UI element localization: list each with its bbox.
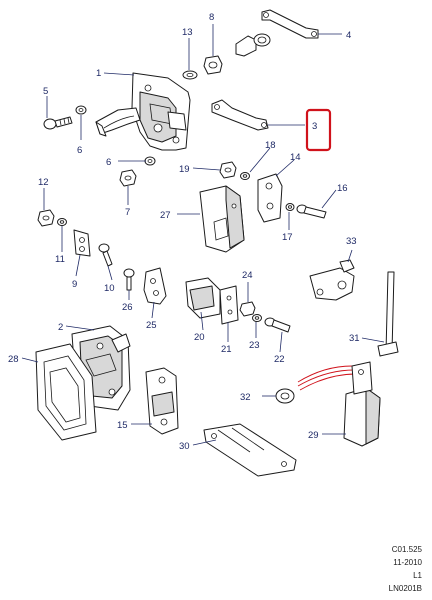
callout-4: 4 — [346, 30, 351, 41]
callout-7: 7 — [125, 207, 130, 218]
callout-12: 12 — [38, 177, 49, 188]
callout-9: 9 — [72, 279, 77, 290]
callout-22: 22 — [274, 354, 285, 365]
callout-15: 15 — [117, 420, 128, 431]
part-12-nut — [37, 209, 55, 227]
ref-code: C01.525 — [392, 545, 423, 554]
part-1-latch-assembly — [95, 72, 191, 151]
callout-27: 27 — [160, 210, 171, 221]
part-11-washer — [57, 218, 67, 226]
part-5-screw — [43, 116, 73, 130]
part-16-bolt — [296, 204, 327, 219]
lock-barrel-key — [235, 33, 271, 57]
part-17-washer — [285, 203, 295, 211]
part-13-washer — [182, 70, 198, 80]
cable-lines — [297, 365, 357, 391]
callout-10: 10 — [104, 283, 115, 294]
callout-6-lower: 6 — [106, 157, 111, 168]
part-8-nut — [203, 55, 223, 75]
part-22-screw — [264, 317, 291, 333]
callout-30: 30 — [179, 441, 190, 452]
callout-13: 13 — [182, 27, 193, 38]
part-19-nut — [219, 161, 237, 179]
part-32-grommet — [275, 388, 295, 404]
part-4-link-rod — [261, 9, 319, 39]
callout-29: 29 — [308, 430, 319, 441]
part-3-rod — [211, 99, 269, 131]
callout-5: 5 — [43, 86, 48, 97]
callout-labels: 1 2 3 4 5 6 6 7 8 9 10 11 12 13 14 15 16… — [8, 12, 360, 452]
part-31-rod — [377, 271, 399, 357]
part-9-bracket — [73, 229, 91, 257]
callout-6-upper: 6 — [77, 145, 82, 156]
part-6-washer-upper — [75, 105, 87, 115]
reference-block: C01.525 11-2010 L1 LN0201B — [389, 545, 423, 593]
part-25-bracket — [143, 267, 167, 305]
part-28-gasket — [35, 343, 97, 441]
part-14-bracket — [257, 173, 283, 223]
callout-20: 20 — [194, 332, 205, 343]
callout-1: 1 — [96, 68, 101, 79]
callout-28: 28 — [8, 354, 19, 365]
part-23-washer — [252, 314, 262, 322]
callout-21: 21 — [221, 344, 232, 355]
part-21-bracket — [219, 285, 239, 325]
ref-date: 11-2010 — [393, 558, 422, 567]
ref-drawing-number: LN0201B — [389, 584, 422, 593]
callout-2: 2 — [58, 322, 63, 333]
part-29-actuator — [343, 361, 381, 447]
part-20-mount — [185, 277, 221, 319]
ref-level: L1 — [413, 571, 422, 580]
callout-31: 31 — [349, 333, 360, 344]
callout-18: 18 — [265, 140, 276, 151]
callout-26: 26 — [122, 302, 133, 313]
part-18-washer — [240, 172, 250, 180]
part-7-nut — [119, 169, 137, 187]
part-30-plate — [203, 423, 297, 477]
part-10-screw — [98, 243, 113, 267]
part-33-pivot — [309, 259, 355, 301]
part-15-striker — [145, 367, 179, 435]
callout-23: 23 — [249, 340, 260, 351]
callout-16: 16 — [337, 183, 348, 194]
callout-8: 8 — [209, 12, 214, 23]
part-24-nut — [239, 301, 256, 317]
part-27-latch-block — [199, 185, 245, 253]
callout-3: 3 — [312, 121, 317, 132]
callout-24: 24 — [242, 270, 253, 281]
callout-17: 17 — [282, 232, 293, 243]
part-6-washer-lower — [144, 156, 156, 166]
callout-32: 32 — [240, 392, 251, 403]
callout-11: 11 — [55, 254, 65, 265]
leader-lines — [21, 24, 385, 446]
callout-19: 19 — [179, 164, 190, 175]
callout-25: 25 — [146, 320, 157, 331]
callout-14: 14 — [290, 152, 301, 163]
part-26-screw — [123, 268, 135, 291]
highlight-box-callout-3 — [305, 108, 332, 152]
callout-33: 33 — [346, 236, 357, 247]
